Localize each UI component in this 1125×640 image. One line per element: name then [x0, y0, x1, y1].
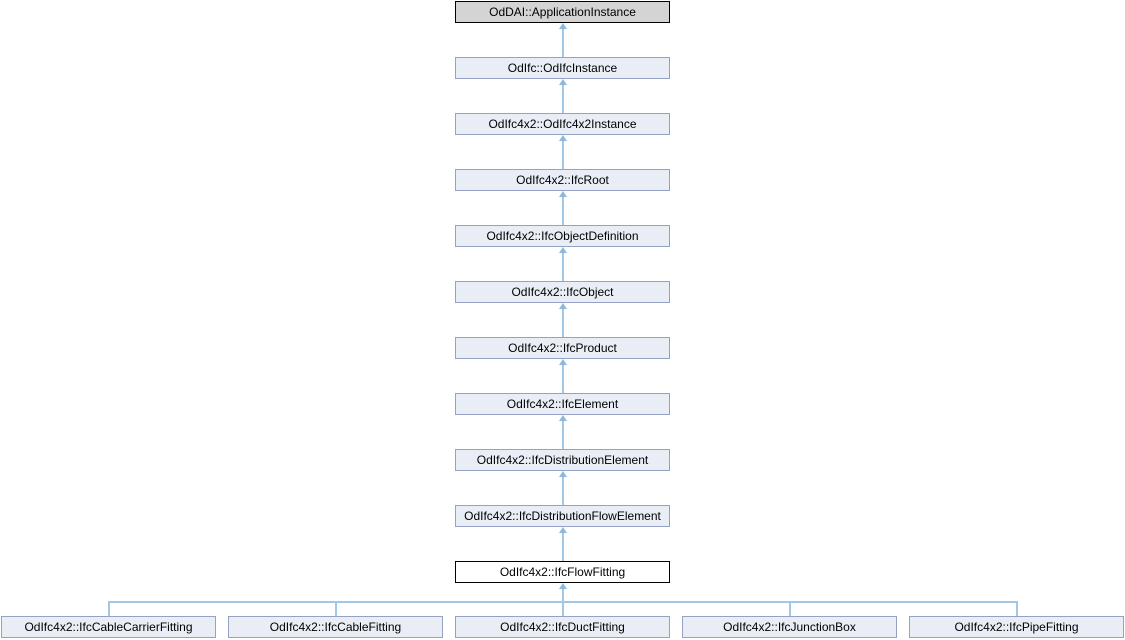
child-connector-stub [107, 601, 110, 616]
node-odifc4x2-ifcobject[interactable]: OdIfc4x2::IfcObject [455, 281, 670, 303]
node-odifc4x2-ifcductfitting[interactable]: OdIfc4x2::IfcDuctFitting [455, 616, 670, 638]
node-oddai-applicationinstance: OdDAI::ApplicationInstance [455, 1, 670, 23]
inheritance-edge-line [561, 477, 564, 505]
inheritance-edge-line [561, 253, 564, 281]
inheritance-arrowhead-icon [558, 415, 567, 421]
inheritance-edge-line [561, 29, 564, 57]
inheritance-edge-line [561, 365, 564, 393]
node-odifc4x2-ifcproduct[interactable]: OdIfc4x2::IfcProduct [455, 337, 670, 359]
node-odifc4x2-ifcpipefitting[interactable]: OdIfc4x2::IfcPipeFitting [909, 616, 1124, 638]
node-odifc4x2-ifcroot[interactable]: OdIfc4x2::IfcRoot [455, 169, 670, 191]
inheritance-arrowhead-icon [558, 23, 567, 29]
child-connector-stub [788, 601, 791, 616]
node-odifc4x2-odifc4x2instance[interactable]: OdIfc4x2::OdIfc4x2Instance [455, 113, 670, 135]
inheritance-arrowhead-icon [558, 247, 567, 253]
node-odifc4x2-ifcobjectdefinition[interactable]: OdIfc4x2::IfcObjectDefinition [455, 225, 670, 247]
node-odifc4x2-ifcdistributionflowelement[interactable]: OdIfc4x2::IfcDistributionFlowElement [455, 505, 670, 527]
node-odifc4x2-ifccablecarrierfitting[interactable]: OdIfc4x2::IfcCableCarrierFitting [1, 616, 216, 638]
inheritance-edge-line [561, 141, 564, 169]
node-odifc4x2-ifcdistributionelement[interactable]: OdIfc4x2::IfcDistributionElement [455, 449, 670, 471]
inheritance-arrowhead-icon [558, 79, 567, 85]
inheritance-arrowhead-icon [558, 527, 567, 533]
inheritance-arrowhead-icon [558, 359, 567, 365]
inheritance-arrowhead-icon [558, 191, 567, 197]
inheritance-edge-line [561, 533, 564, 561]
node-odifc-odifcinstance[interactable]: OdIfc::OdIfcInstance [455, 57, 670, 79]
node-odifc4x2-ifcelement[interactable]: OdIfc4x2::IfcElement [455, 393, 670, 415]
node-odifc4x2-ifccablefitting[interactable]: OdIfc4x2::IfcCableFitting [228, 616, 443, 638]
inheritance-arrowhead-icon [558, 471, 567, 477]
node-odifc4x2-ifcjunctionbox[interactable]: OdIfc4x2::IfcJunctionBox [682, 616, 897, 638]
inheritance-arrowhead-icon [558, 583, 567, 589]
node-odifc4x2-ifcflowfitting: OdIfc4x2::IfcFlowFitting [455, 561, 670, 583]
child-connector-stub [1015, 601, 1018, 616]
inheritance-edge-line [561, 197, 564, 225]
child-connector-stub [334, 601, 337, 616]
inheritance-edge-line [561, 421, 564, 449]
inheritance-arrowhead-icon [558, 135, 567, 141]
inheritance-edge-line [561, 309, 564, 337]
child-connector-rail [108, 601, 1017, 603]
inheritance-edge-line [561, 85, 564, 113]
inheritance-arrowhead-icon [558, 303, 567, 309]
